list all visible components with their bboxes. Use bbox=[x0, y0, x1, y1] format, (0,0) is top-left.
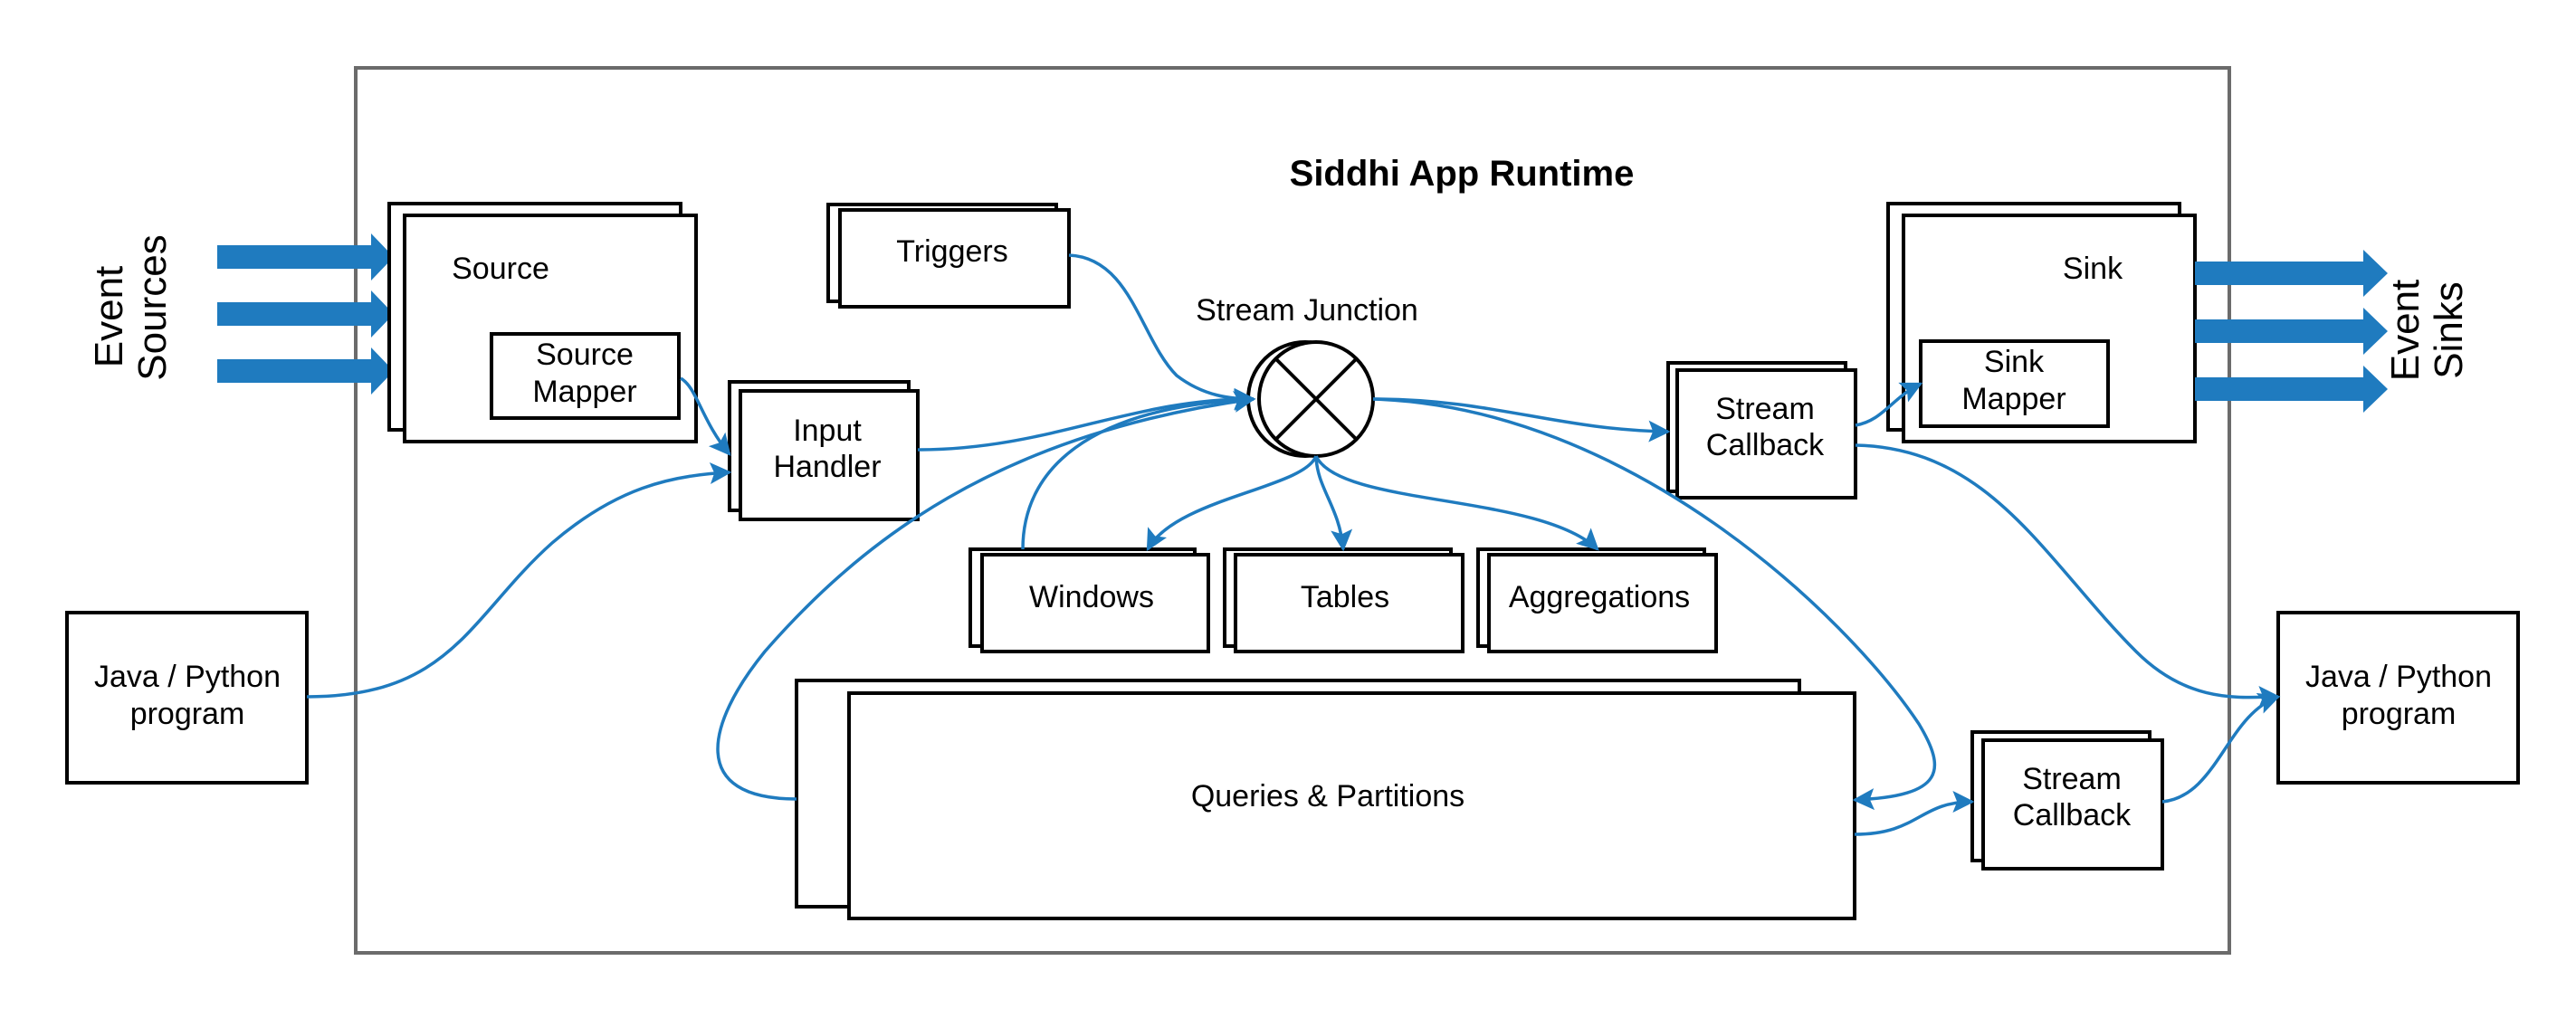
event-source-arrows bbox=[217, 233, 394, 395]
event-sink-arrows bbox=[2195, 250, 2388, 413]
stream-junction-symbol bbox=[1246, 340, 1375, 458]
svg-text:Callback: Callback bbox=[1706, 428, 1825, 462]
flow-java-to-input-handler bbox=[306, 461, 732, 699]
svg-text:Event: Event bbox=[2383, 280, 2428, 382]
flow-input-handler-to-junction bbox=[917, 387, 1256, 452]
runtime-title: Siddhi App Runtime bbox=[1290, 154, 1635, 194]
svg-text:Queries & Partitions: Queries & Partitions bbox=[1191, 779, 1465, 813]
flow-callback-bottom-to-java-right bbox=[2161, 692, 2281, 804]
flow-junction-to-tables bbox=[1314, 455, 1353, 552]
svg-text:Input: Input bbox=[793, 414, 862, 448]
flow-junction-to-windows bbox=[1146, 455, 1318, 552]
svg-text:program: program bbox=[130, 697, 245, 731]
flow-queries-to-junction bbox=[716, 391, 1256, 801]
svg-text:Source: Source bbox=[536, 338, 634, 372]
svg-text:Callback: Callback bbox=[2013, 798, 2132, 832]
svg-text:Stream: Stream bbox=[1715, 392, 1815, 426]
triggers-box: Triggers bbox=[826, 203, 1071, 309]
svg-text:Java / Python: Java / Python bbox=[94, 660, 281, 694]
java-python-program-right: Java / Python program bbox=[2276, 611, 2520, 785]
flow-junction-to-aggregations bbox=[1314, 455, 1599, 551]
flow-callback-to-java-right bbox=[1855, 443, 2281, 709]
svg-text:Tables: Tables bbox=[1301, 580, 1389, 614]
flow-callback-to-sink-mapper bbox=[1855, 382, 1923, 427]
svg-text:Event: Event bbox=[87, 266, 131, 368]
queries-partitions-box: Queries & Partitions bbox=[795, 679, 1856, 920]
svg-text:program: program bbox=[2342, 697, 2457, 731]
flow-windows-to-junction bbox=[1021, 389, 1256, 550]
svg-text:Handler: Handler bbox=[773, 450, 881, 484]
flow-connectors bbox=[306, 253, 2281, 836]
input-handler-box: Input Handler bbox=[728, 380, 920, 521]
svg-text:Windows: Windows bbox=[1029, 580, 1154, 614]
svg-text:Stream: Stream bbox=[2022, 762, 2122, 796]
source-mapper-box: Source Mapper bbox=[490, 332, 681, 420]
stream-callback-top-box: Stream Callback bbox=[1666, 361, 1857, 499]
flow-triggers-to-junction bbox=[1068, 253, 1256, 410]
stream-junction-label: Stream Junction bbox=[1196, 293, 1418, 328]
runtime-frame bbox=[354, 66, 2231, 955]
svg-text:Sinks: Sinks bbox=[2427, 281, 2471, 379]
aggregations-box: Aggregations bbox=[1476, 547, 1718, 653]
sink-mapper-box: Sink Mapper bbox=[1919, 339, 2110, 428]
svg-text:Mapper: Mapper bbox=[532, 375, 636, 409]
java-python-program-left: Java / Python program bbox=[65, 611, 309, 785]
flow-queries-to-stream-callback-bottom bbox=[1854, 791, 1975, 836]
windows-box: Windows bbox=[968, 547, 1210, 653]
svg-text:Triggers: Triggers bbox=[896, 234, 1007, 269]
flow-junction-to-queries bbox=[1372, 397, 1937, 811]
svg-text:Aggregations: Aggregations bbox=[1509, 580, 1690, 614]
stream-callback-bottom-box: Stream Callback bbox=[1970, 730, 2164, 871]
svg-text:Sources: Sources bbox=[130, 234, 175, 380]
svg-text:Java / Python: Java / Python bbox=[2305, 660, 2492, 694]
event-sinks-label: Event Sinks bbox=[2383, 280, 2471, 382]
svg-text:Mapper: Mapper bbox=[1961, 382, 2066, 416]
flow-source-mapper-to-input-handler bbox=[680, 376, 731, 456]
flow-junction-to-stream-callback-top bbox=[1372, 397, 1671, 442]
event-sources-label: Event Sources bbox=[87, 234, 175, 380]
tables-box: Tables bbox=[1223, 547, 1465, 653]
source-label: Source bbox=[452, 252, 549, 286]
svg-text:Sink: Sink bbox=[1984, 345, 2045, 379]
sink-label: Sink bbox=[2063, 252, 2123, 286]
